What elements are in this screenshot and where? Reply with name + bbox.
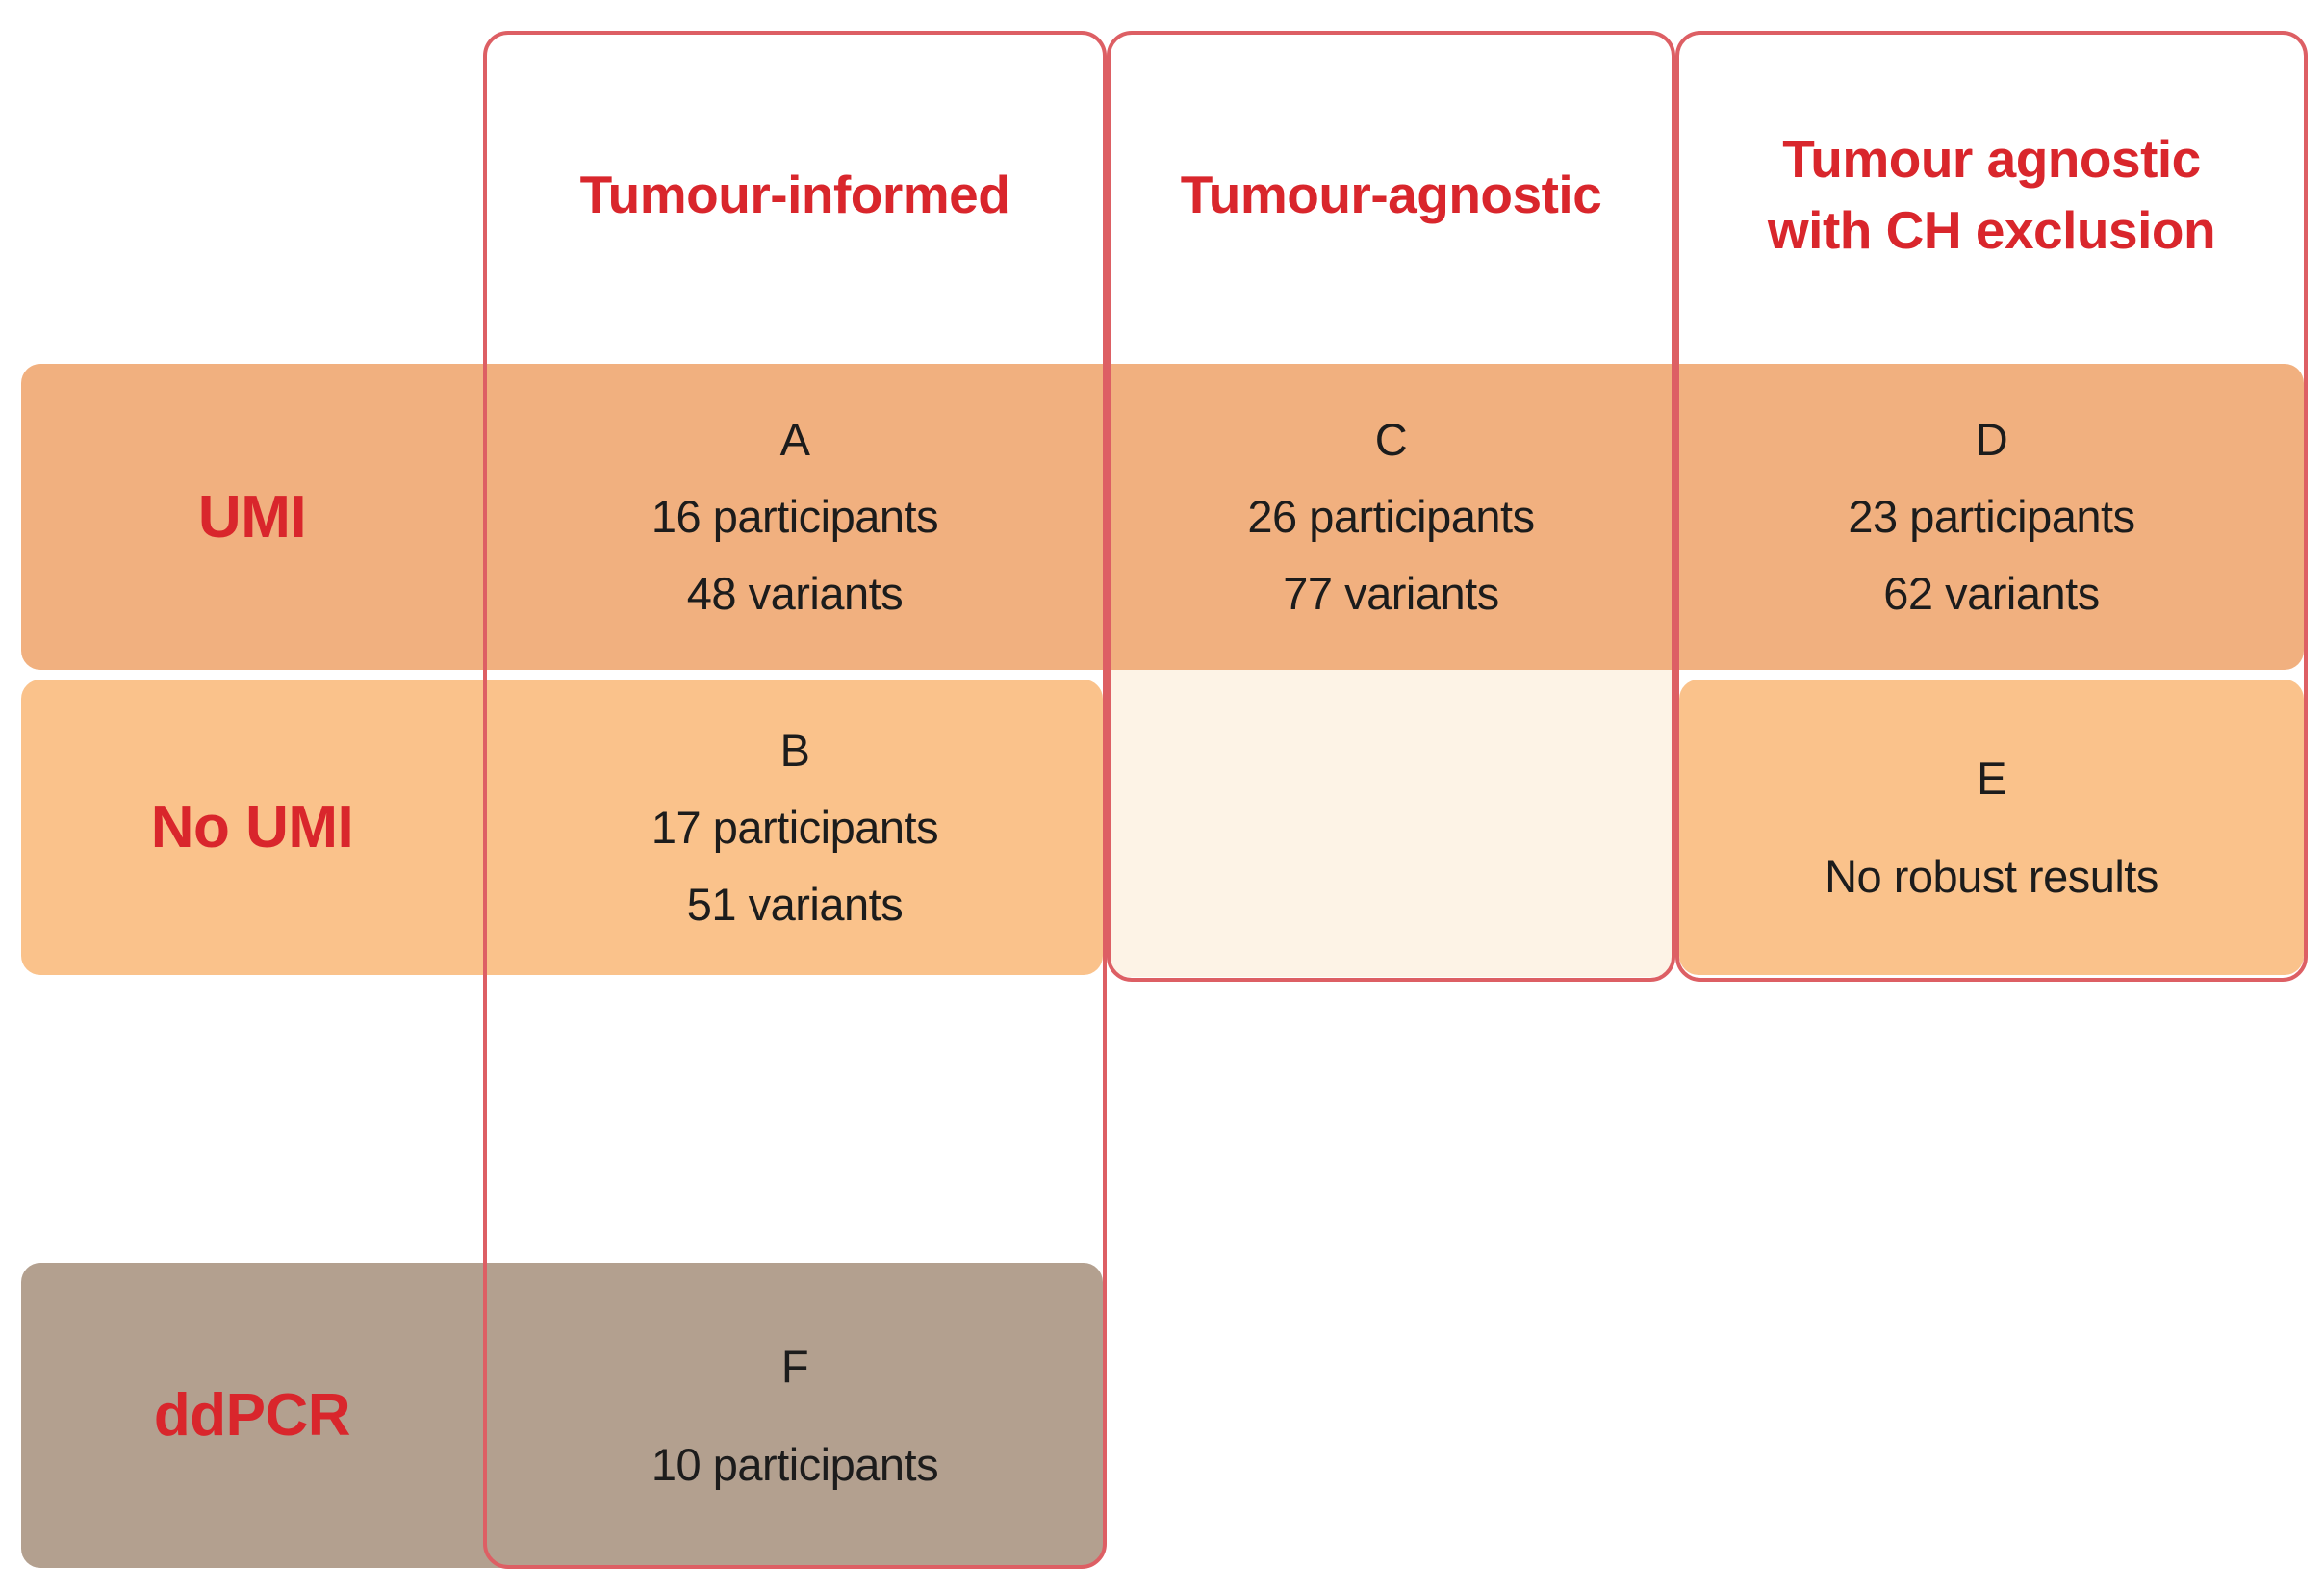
cell-participants: 26 participants — [1247, 491, 1535, 542]
cell-f: F 10 participants — [483, 1263, 1107, 1568]
cell-participants: 17 participants — [651, 801, 939, 853]
cell-a: A 16 participants 48 variants — [483, 364, 1107, 670]
cell-letter: B — [779, 724, 810, 776]
ddpcr-row-band — [21, 1263, 1103, 1568]
cell-participants: 16 participants — [651, 491, 939, 542]
row-label-text: ddPCR — [153, 1382, 351, 1449]
row-label-text: UMI — [197, 483, 307, 551]
column-header-label: Tumour-agnostic — [1180, 165, 1602, 224]
no-umi-row-band — [21, 680, 1103, 975]
umi-row-band — [21, 364, 2304, 670]
cell-participants: 23 participants — [1848, 491, 2135, 542]
row-label-umi: UMI — [21, 364, 483, 670]
empty-cell-background — [1111, 670, 1672, 977]
cell-variants: 51 variants — [686, 878, 904, 930]
cell-letter: A — [779, 414, 810, 465]
cell-result: No robust results — [1825, 850, 2158, 902]
cell-variants: 77 variants — [1283, 568, 1499, 619]
row-label-text: No UMI — [150, 794, 354, 860]
cell-e: E No robust results — [1675, 680, 2308, 975]
column-header-label-line1: Tumour agnostic — [1782, 129, 2201, 189]
column-header-tumour-agnostic: Tumour-agnostic — [1107, 31, 1675, 358]
cell-letter: E — [1977, 752, 2006, 804]
column-header-tumour-informed: Tumour-informed — [483, 31, 1107, 358]
cell-d: D 23 participants 62 variants — [1675, 364, 2308, 670]
row-label-ddpcr: ddPCR — [21, 1263, 483, 1568]
column-header-label-line2: with CH exclusion — [1767, 200, 2216, 260]
column-header-tumour-agnostic-ch-exclusion: Tumour agnostic with CH exclusion — [1675, 31, 2308, 358]
cell-c: C 26 participants 77 variants — [1107, 364, 1675, 670]
cell-variants: 62 variants — [1883, 568, 2100, 619]
cell-variants: 48 variants — [686, 568, 904, 619]
cell-e-background — [1679, 680, 2304, 975]
column-header-label: Tumour-informed — [579, 165, 1010, 224]
cell-b: B 17 participants 51 variants — [483, 680, 1107, 975]
row-label-no-umi: No UMI — [21, 680, 483, 975]
cell-letter: F — [780, 1340, 809, 1392]
cell-letter: C — [1374, 414, 1408, 465]
cell-letter: D — [1975, 414, 2008, 465]
cell-participants: 10 participants — [651, 1438, 939, 1490]
